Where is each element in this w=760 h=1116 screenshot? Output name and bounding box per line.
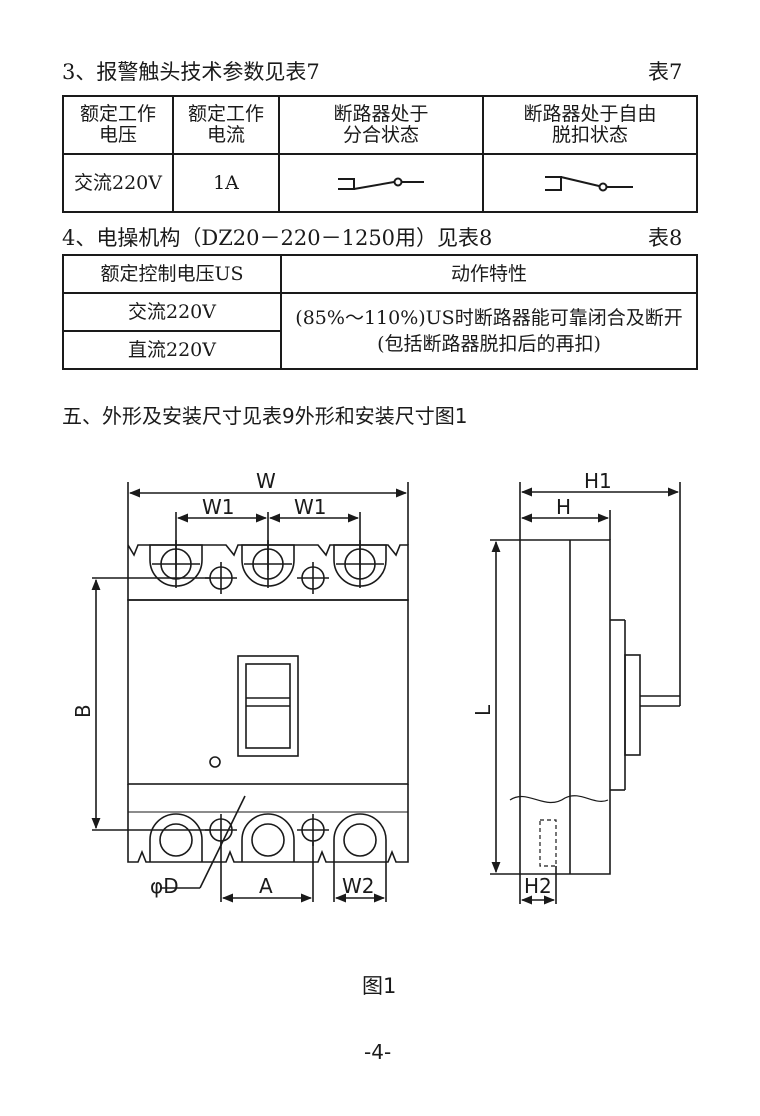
contact-symbol-tripped xyxy=(482,153,698,213)
label-H1: H1 xyxy=(584,469,612,493)
header-rated-current: 额定工作电流 xyxy=(172,95,280,155)
figure-1-drawing: W W1 W1 B φD A W2 H1 H L H2 xyxy=(71,469,681,905)
alarm-contact-table: 额定工作电压 额定工作电流 断路器处于分合状态 断路器处于自由脱扣状态 交流22… xyxy=(62,95,698,213)
label-L: L xyxy=(471,704,495,716)
label-W: W xyxy=(256,469,276,493)
table-8-label: 表8 xyxy=(648,226,683,250)
page-number: -4- xyxy=(364,1040,392,1064)
contact-closed-icon xyxy=(338,177,424,190)
cell-dc-voltage: 直流220V xyxy=(62,330,282,370)
section-3-heading: 3、报警触头技术参数见表7 xyxy=(62,60,320,84)
motor-operator-table: 额定控制电压US 动作特性 交流220V (85%～110%)US时断路器能可靠… xyxy=(62,254,698,370)
label-A: A xyxy=(259,874,273,898)
front-view xyxy=(91,482,409,903)
cell-voltage: 交流220V xyxy=(62,153,174,213)
cell-current: 1A xyxy=(172,153,280,213)
table-7-label: 表7 xyxy=(648,60,683,84)
side-view xyxy=(490,482,681,905)
header-control-voltage: 额定控制电压US xyxy=(62,254,282,294)
label-B: B xyxy=(71,704,95,718)
label-H: H xyxy=(556,495,571,519)
section-5-heading: 五、外形及安装尺寸见表9外形和安装尺寸图1 xyxy=(62,404,468,428)
label-W1-right: W1 xyxy=(294,495,327,519)
contact-symbol-closed xyxy=(278,153,484,213)
header-closed-open-state: 断路器处于分合状态 xyxy=(278,95,484,155)
label-W1-left: W1 xyxy=(202,495,235,519)
header-action-characteristic: 动作特性 xyxy=(280,254,698,294)
header-rated-voltage: 额定工作电压 xyxy=(62,95,174,155)
figure-caption: 图1 xyxy=(362,974,397,998)
header-tripped-state: 断路器处于自由脱扣状态 xyxy=(482,95,698,155)
cell-characteristic: (85%～110%)US时断路器能可靠闭合及断开(包括断路器脱扣后的再扣) xyxy=(280,292,698,370)
label-phiD: φD xyxy=(150,874,179,898)
label-W2: W2 xyxy=(342,874,375,898)
cell-ac-voltage: 交流220V xyxy=(62,292,282,332)
contact-tripped-icon xyxy=(545,175,633,191)
label-H2: H2 xyxy=(524,874,552,898)
section-4-heading: 4、电操机构（DZ20－220－1250用）见表8 xyxy=(62,226,493,250)
